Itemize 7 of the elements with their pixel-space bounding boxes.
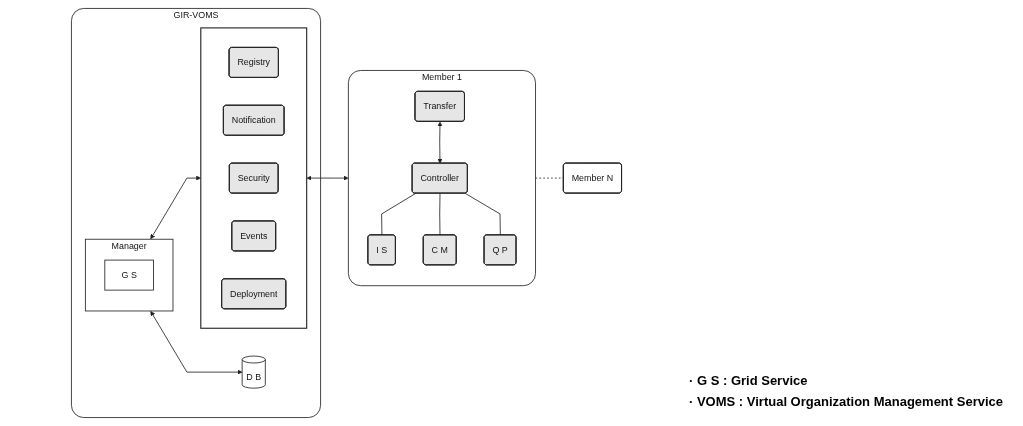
connector: [439, 192, 441, 236]
note: · VOMS : Virtual Organization Management Service: [689, 394, 1004, 409]
node-box: G S: [104, 259, 154, 291]
connector: [381, 192, 417, 236]
connector: [464, 192, 501, 236]
note: · G S : Grid Service: [689, 373, 809, 388]
cluster: [200, 27, 308, 329]
